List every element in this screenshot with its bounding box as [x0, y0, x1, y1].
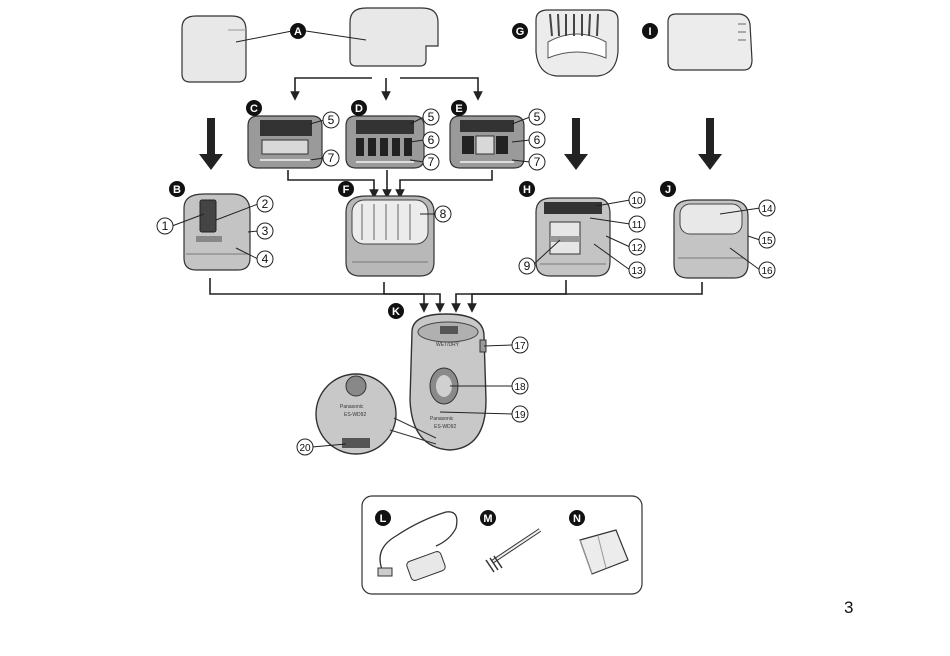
- callout-7-c: 7: [328, 151, 335, 165]
- main-unit-illustration: WET/DRY Panasonic ES-WD92: [409, 313, 487, 451]
- callout-19: 19: [514, 410, 526, 421]
- connector-arrows-cde: [287, 170, 493, 199]
- callout-18: 18: [514, 382, 526, 393]
- cap-small-illustration: [181, 15, 247, 83]
- number-labels: 5 7 5 6 7 5 6 7 1 2 3 4 8 9 10 11 12 13 …: [162, 110, 773, 454]
- badge-H: H: [523, 184, 531, 196]
- badge-B: B: [173, 184, 181, 196]
- callout-2: 2: [262, 197, 269, 211]
- wet-dry-label: WET/DRY: [436, 342, 460, 348]
- head-e-illustration: [449, 115, 525, 169]
- badge-N: N: [573, 513, 581, 525]
- callout-14: 14: [761, 204, 773, 215]
- badge-D: D: [355, 103, 363, 115]
- brand-label: Panasonic: [430, 416, 454, 422]
- callout-8: 8: [440, 207, 447, 221]
- connector-arrows-to-k: [209, 278, 703, 313]
- big-down-arrows: [199, 118, 722, 170]
- callout-11: 11: [632, 220, 643, 231]
- callout-15: 15: [761, 236, 773, 247]
- cap-large-illustration: [349, 7, 439, 67]
- callout-5-d: 5: [428, 110, 435, 124]
- head-j-illustration: [673, 199, 749, 279]
- number-callouts: [156, 108, 776, 456]
- callout-6-e: 6: [534, 133, 541, 147]
- callout-4: 4: [262, 252, 269, 266]
- callout-1: 1: [162, 219, 169, 233]
- brush-illustration: [485, 528, 542, 573]
- head-b-illustration: [183, 193, 251, 271]
- badge-E: E: [455, 103, 462, 115]
- badge-I: I: [648, 26, 651, 38]
- callout-17: 17: [514, 341, 526, 352]
- page-number: 3: [844, 598, 854, 617]
- callout-10: 10: [631, 196, 643, 207]
- badge-M: M: [483, 513, 492, 525]
- detail-inset-illustration: Panasonic ES-WD92: [315, 373, 437, 455]
- callout-7-e: 7: [534, 155, 541, 169]
- badge-K: K: [392, 306, 400, 318]
- badge-G: G: [516, 26, 525, 38]
- badge-C: C: [250, 103, 258, 115]
- inset-brand-label: Panasonic: [340, 404, 364, 410]
- callout-6-d: 6: [428, 133, 435, 147]
- badge-J: J: [665, 184, 671, 196]
- cap-comb-illustration: [535, 9, 619, 77]
- head-d-illustration: [345, 115, 425, 169]
- cap-shaver-illustration: [667, 13, 753, 71]
- connector-arrows-top: [290, 77, 483, 101]
- callout-7-d: 7: [428, 155, 435, 169]
- adaptor-illustration: [377, 511, 458, 581]
- letter-badges: A G I C D E B F H J K L M N: [169, 23, 676, 526]
- callout-16: 16: [761, 266, 773, 277]
- callout-5-c: 5: [328, 113, 335, 127]
- callout-13: 13: [631, 266, 643, 277]
- pouch-illustration: [579, 529, 629, 575]
- callout-12: 12: [631, 243, 643, 254]
- badge-L: L: [380, 513, 387, 525]
- badge-F: F: [343, 184, 350, 196]
- head-h-illustration: [535, 197, 611, 277]
- callout-5-e: 5: [534, 110, 541, 124]
- callout-9: 9: [524, 259, 531, 273]
- head-f-illustration: [345, 195, 435, 277]
- inset-model-label: ES-WD92: [344, 412, 366, 418]
- callout-3: 3: [262, 224, 269, 238]
- callout-20: 20: [299, 443, 311, 454]
- model-label: ES-WD92: [434, 424, 456, 430]
- badge-A: A: [294, 26, 302, 38]
